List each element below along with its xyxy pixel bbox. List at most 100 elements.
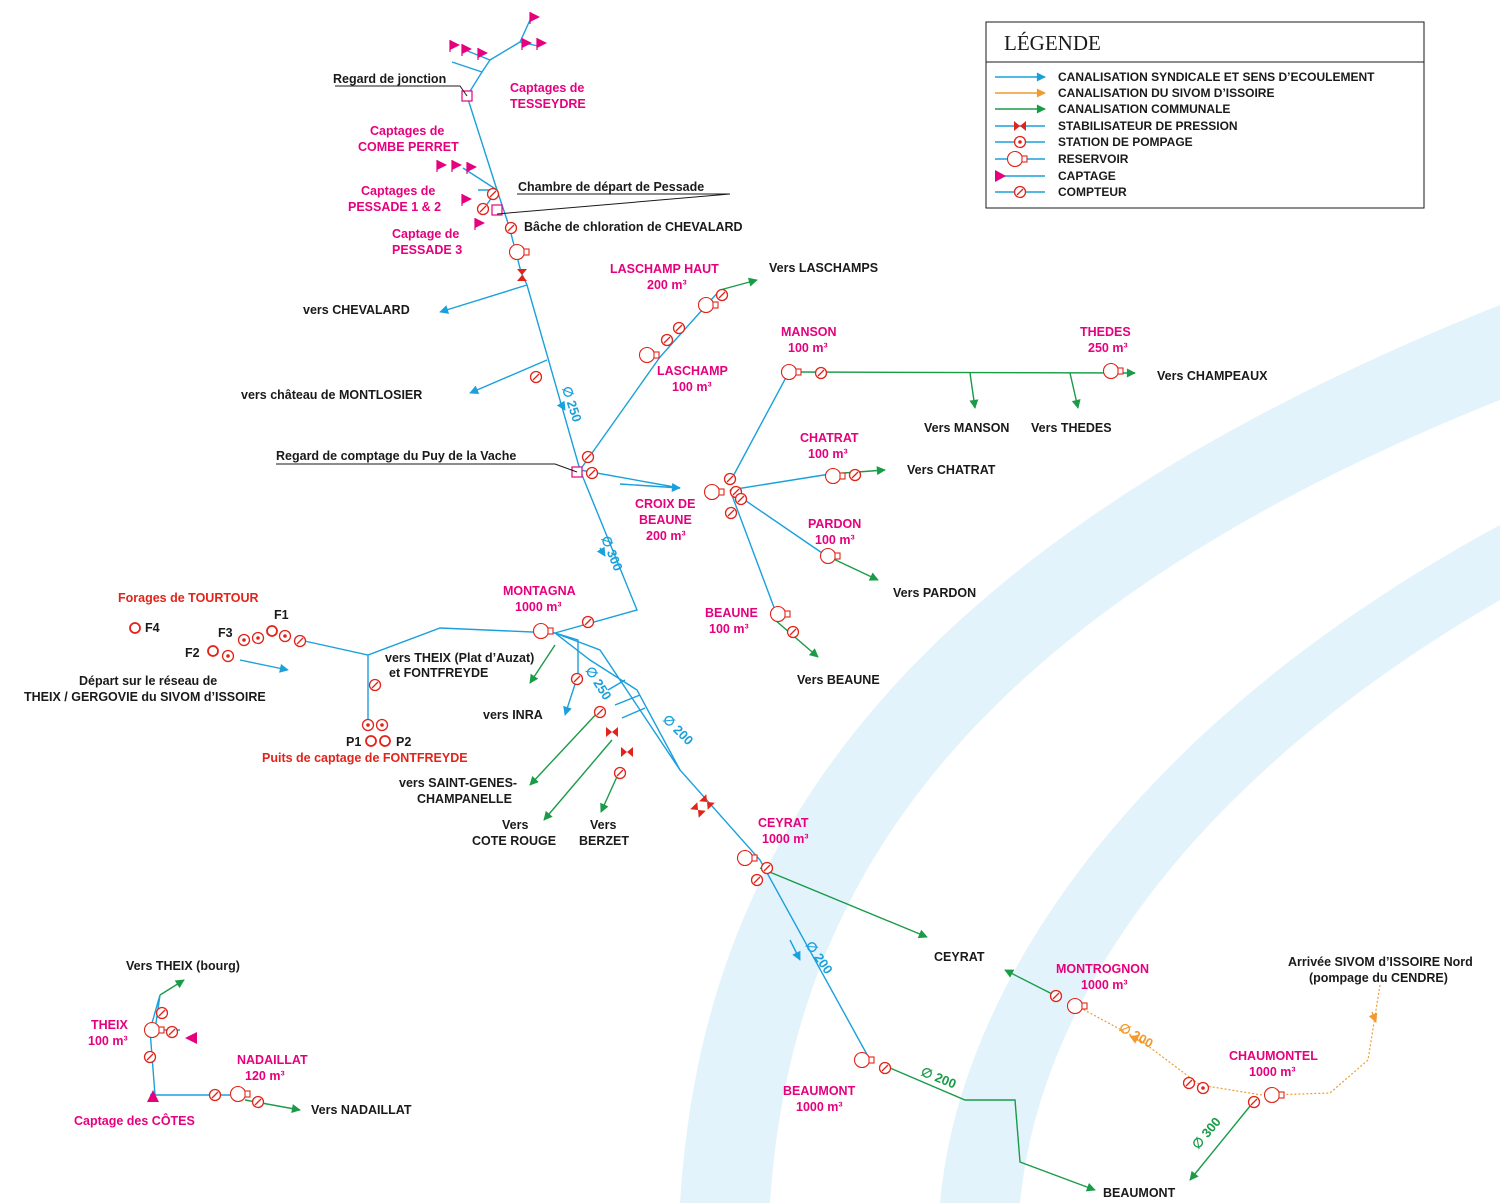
pump-station-icon [278, 629, 292, 643]
meter-icon [293, 634, 307, 648]
label-chatrat-2: 100 m³ [808, 447, 848, 461]
label-arrivee-sivom-1: Arrivée SIVOM d’ISSOIRE Nord [1288, 955, 1473, 969]
meter-icon [368, 678, 382, 692]
meter-icon [165, 1025, 179, 1039]
captage-flags [147, 11, 548, 1102]
meter-icon [155, 1006, 169, 1020]
background-arcs [680, 305, 1500, 1203]
label-chatrat-1: CHATRAT [800, 431, 859, 445]
meter-icon [734, 492, 748, 506]
label-croix-beaune-1: CROIX DE [635, 497, 695, 511]
diameter-branch-250: ∅ 250 [582, 664, 614, 703]
reservoir-icon [697, 296, 719, 314]
label-beaune-2: 100 m³ [709, 622, 749, 636]
label-laschamp-haut-2: 200 m³ [647, 278, 687, 292]
legend-label-meter: COMPTEUR [1058, 185, 1127, 199]
legend-label-communale: CANALISATION COMMUNALE [1058, 102, 1230, 116]
label-combe-perret-1: Captages de [370, 124, 444, 138]
label-beaumont-res-1: BEAUMONT [783, 1084, 856, 1098]
label-forages-tourtour: Forages de TOURTOUR [118, 591, 259, 605]
label-vers-theix-bourg: Vers THEIX (bourg) [126, 959, 240, 973]
pressure-stabilizer-icon [606, 727, 618, 737]
pump-station-icon [237, 633, 251, 647]
label-vers-thedes: Vers THEDES [1031, 421, 1112, 435]
meter-icon [1247, 1095, 1261, 1109]
meter-icon [1049, 989, 1063, 1003]
reservoir-icon [638, 346, 660, 364]
meter-icon [570, 672, 584, 686]
captage-icon [529, 11, 541, 25]
label-p2: P2 [396, 735, 411, 749]
captage-icon [536, 37, 548, 51]
label-croix-beaune-2: BEAUNE [639, 513, 692, 527]
meter-icon [593, 705, 607, 719]
label-montagna-2: 1000 m³ [515, 600, 562, 614]
meter-icon [672, 321, 686, 335]
label-laschamp-haut-1: LASCHAMP HAUT [610, 262, 719, 276]
forage-f2-icon [207, 645, 219, 657]
captage-icon [461, 193, 473, 207]
meter-icon [724, 506, 738, 520]
label-vers-chatrat: Vers CHATRAT [907, 463, 996, 477]
label-theix-2: 100 m³ [88, 1034, 128, 1048]
label-thedes-2: 250 m³ [1088, 341, 1128, 355]
label-chambre-pessade: Chambre de départ de Pessade [518, 180, 704, 194]
label-manson-1: MANSON [781, 325, 837, 339]
pump-station-icon [251, 631, 265, 645]
captage-icon [147, 1090, 159, 1102]
leader-lines [276, 85, 731, 473]
label-nadaillat-1: NADAILLAT [237, 1053, 308, 1067]
legend-box [985, 21, 1425, 209]
label-vers-berzet-2: BERZET [579, 834, 629, 848]
label-bache-chevalard: Bâche de chloration de CHEVALARD [524, 220, 743, 234]
label-pessade12-2: PESSADE 1 & 2 [348, 200, 441, 214]
label-captage-cotes: Captage des CÔTES [74, 1113, 195, 1128]
label-regard-puy-vache: Regard de comptage du Puy de la Vache [276, 449, 516, 463]
label-vers-chevalard: vers CHEVALARD [303, 303, 410, 317]
label-vers-laschamps: Vers LASCHAMPS [769, 261, 878, 275]
reservoir-icon [853, 1051, 875, 1069]
legend-label-captage: CAPTAGE [1058, 169, 1116, 183]
label-combe-perret-2: COMBE PERRET [358, 140, 459, 154]
label-laschamp-2: 100 m³ [672, 380, 712, 394]
legend-captage-symbol [995, 170, 1006, 182]
communale-pipes [159, 277, 1256, 1192]
captage-icon [451, 159, 463, 173]
labels: Regard de jonction Captages de TESSEYDRE… [24, 72, 1473, 1200]
label-f2: F2 [185, 646, 200, 660]
label-beaumont-res-2: 1000 m³ [796, 1100, 843, 1114]
meter-icon [504, 221, 518, 235]
legend: LÉGENDE CANALISATION SYNDICALE ET SENS D… [985, 21, 1425, 209]
forage-f4-icon [129, 622, 141, 634]
label-vers-inra: vers INRA [483, 708, 543, 722]
reservoir-icon [1263, 1086, 1285, 1104]
reservoir-icon [532, 622, 554, 640]
label-f4: F4 [145, 621, 160, 635]
label-captages-tesseydre-1: Captages de [510, 81, 584, 95]
captage-icon [474, 217, 486, 231]
label-depart-theix-1: Départ sur le réseau de [79, 674, 217, 688]
label-pessade3-1: Captage de [392, 227, 459, 241]
label-vers-manson: Vers MANSON [924, 421, 1009, 435]
reservoir-icon [769, 605, 791, 623]
label-vers-montlosier: vers château de MONTLOSIER [241, 388, 422, 402]
label-ceyrat-town: CEYRAT [934, 950, 985, 964]
meter-icon [878, 1061, 892, 1075]
meter-icon [251, 1095, 265, 1109]
reservoir-icon [824, 467, 846, 485]
meter-icon [786, 625, 800, 639]
legend-label-syndicale: CANALISATION SYNDICALE ET SENS D’ECOULEM… [1058, 70, 1375, 84]
label-theix-1: THEIX [91, 1018, 128, 1032]
label-croix-beaune-3: 200 m³ [646, 529, 686, 543]
diameter-chaumontel-300: ∅ 300 [1189, 1114, 1224, 1152]
legend-meter-symbol [1013, 185, 1027, 199]
diameter-main-300: ∅ 300 [598, 534, 626, 574]
label-montagna-1: MONTAGNA [503, 584, 576, 598]
label-pardon-1: PARDON [808, 517, 861, 531]
label-vers-champeaux: Vers CHAMPEAUX [1157, 369, 1268, 383]
label-vers-berzet-1: Vers [590, 818, 616, 832]
meter-icon [1182, 1076, 1196, 1090]
label-f3: F3 [218, 626, 233, 640]
pump-station-icon [375, 718, 389, 732]
